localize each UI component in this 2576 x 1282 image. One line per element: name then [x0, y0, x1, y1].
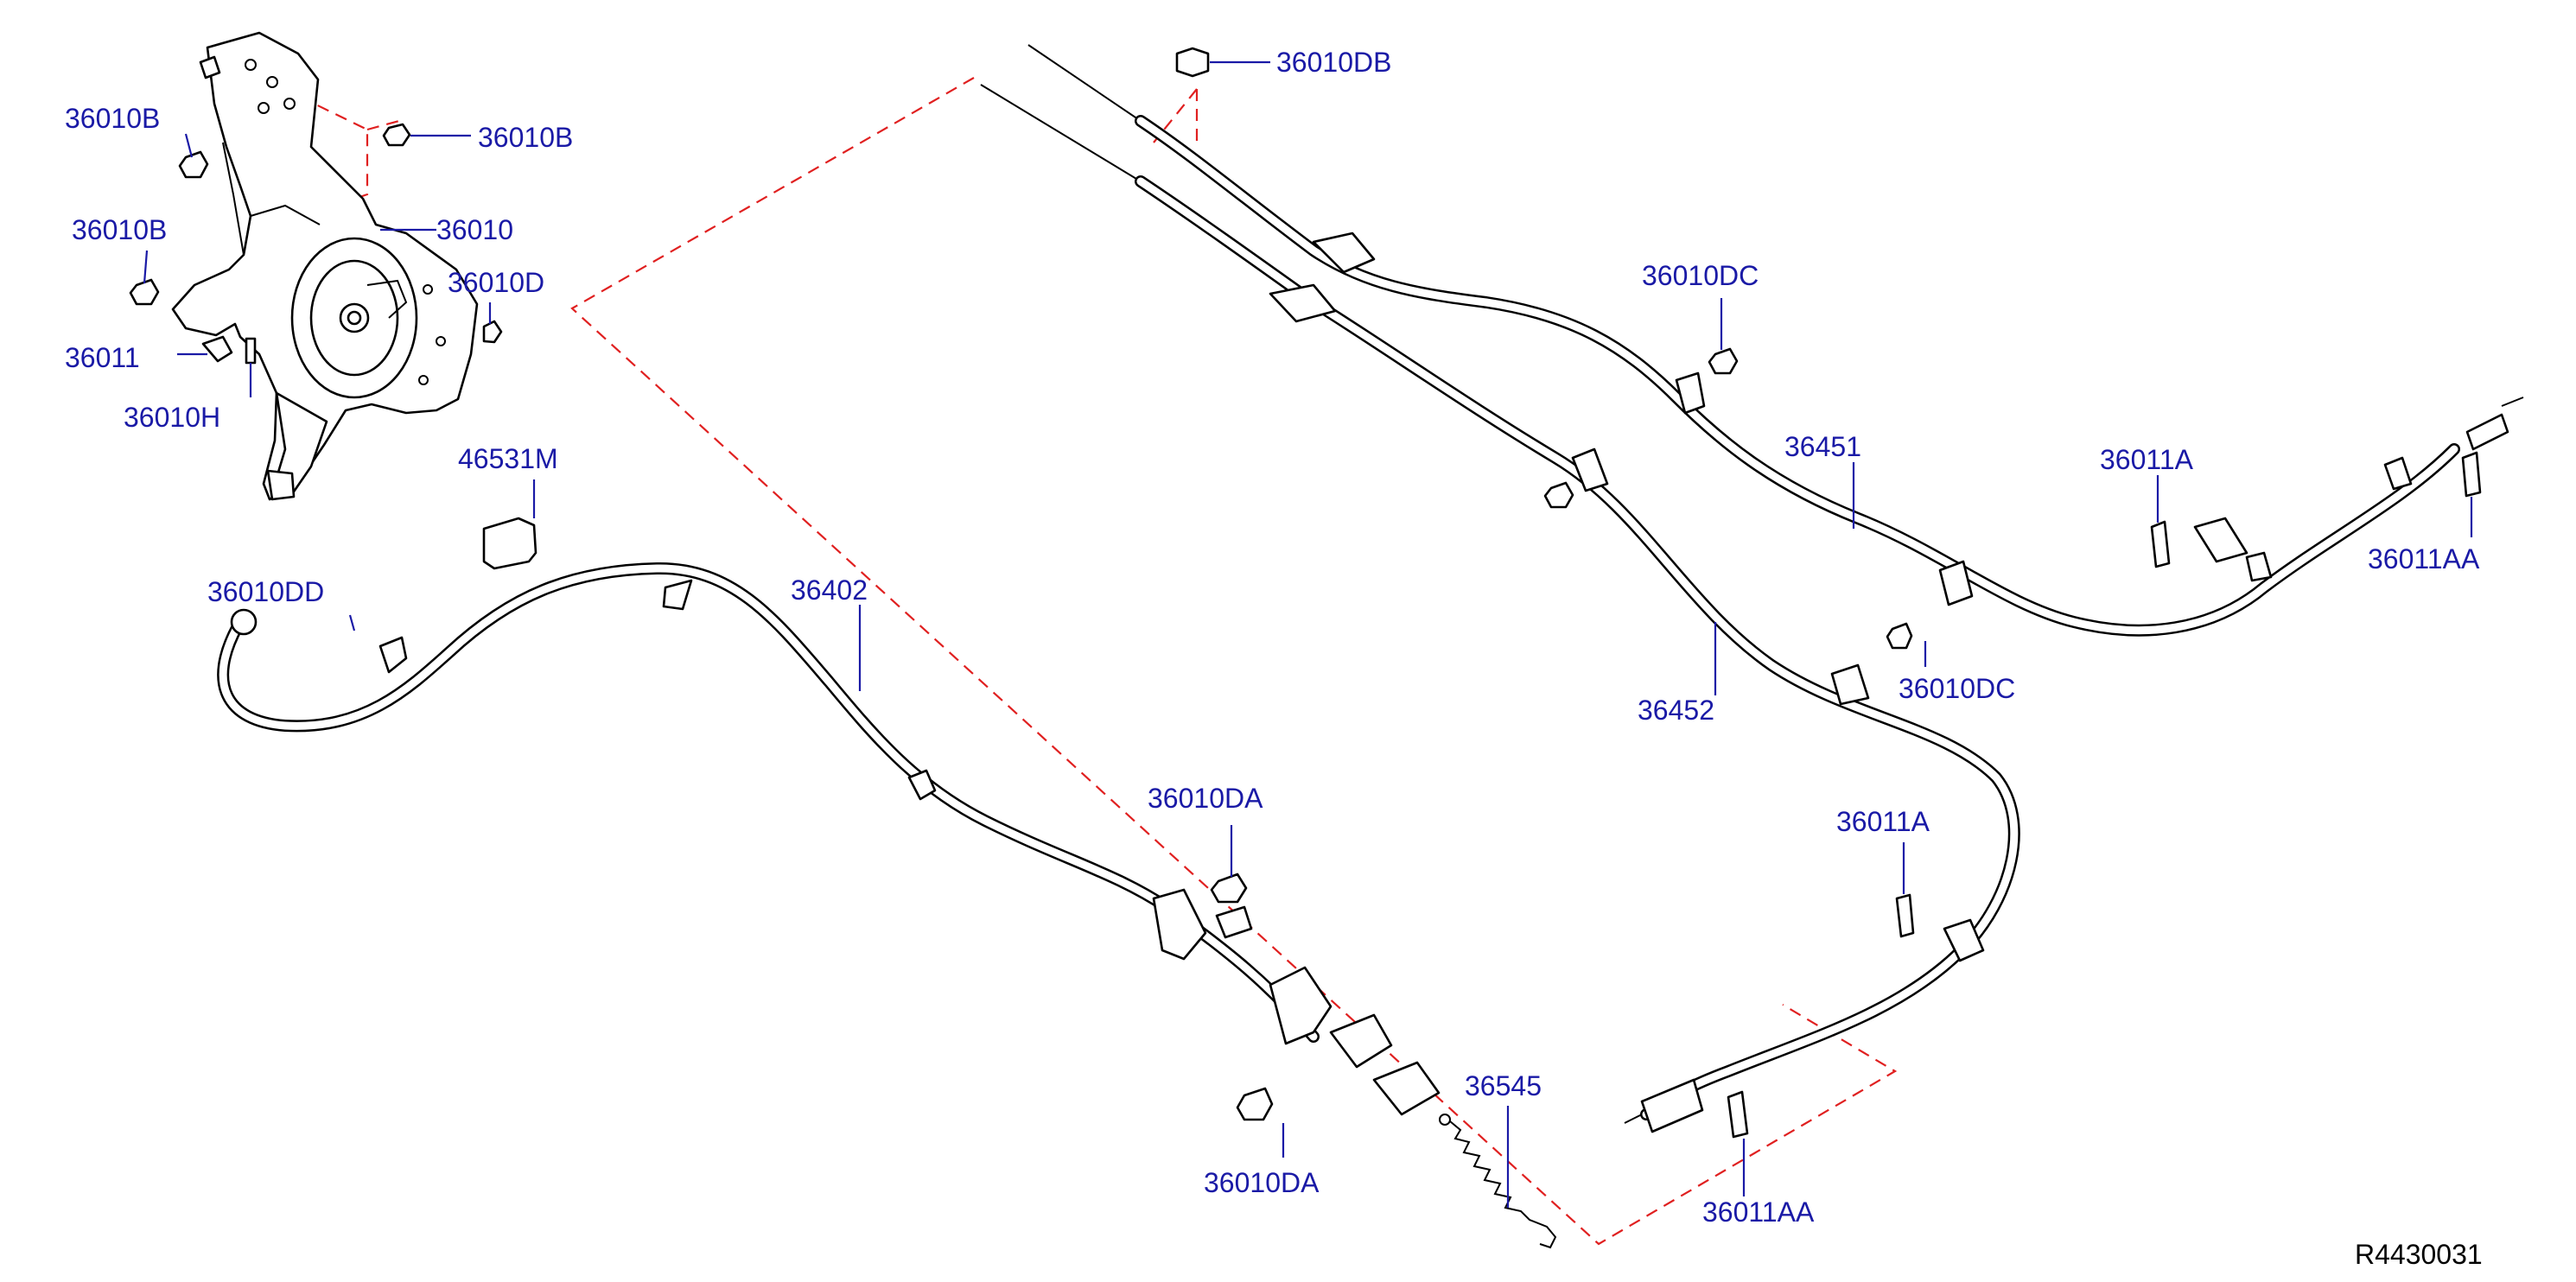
- nut-36010dc-upper: [1708, 347, 1739, 375]
- bolt-36011a-upper: [2150, 520, 2171, 568]
- callout-36011aa-lower: 36011AA: [1702, 1196, 1815, 1228]
- callout-36011aa-upper: 36011AA: [2368, 543, 2480, 574]
- callout-36010h: 36010H: [124, 402, 220, 433]
- rear-cable-36452: [980, 84, 2020, 1139]
- nut-36010db: [1175, 47, 1210, 78]
- callout-36011: 36011: [65, 342, 140, 373]
- callout-36451: 36451: [1784, 431, 1861, 462]
- callout-36010dc-lower: 36010DC: [1899, 673, 2015, 704]
- front-cable-36402: [217, 562, 1441, 1121]
- bolt-36011aa-upper: [2461, 451, 2482, 498]
- callout-36402: 36402: [791, 574, 868, 606]
- pedal-hardware: [129, 123, 503, 365]
- callout-36010b-left-mid: 36010B: [72, 214, 167, 245]
- callout-36452: 36452: [1638, 695, 1714, 726]
- nut-36010b-a: [178, 150, 209, 179]
- callout-36010: 36010: [436, 214, 513, 245]
- nut-36010dc-right: [1886, 622, 1913, 650]
- nut-36010b-b: [382, 123, 411, 147]
- callout-36010b-left-top: 36010B: [65, 103, 160, 134]
- callout-labels: 36010B 36010B 36010B 36010 36010D 36011 …: [65, 47, 2480, 1228]
- leader-lines: [143, 60, 2473, 1208]
- callout-36010b-right-top: 36010B: [478, 122, 573, 153]
- callout-36010dc-top: 36010DC: [1642, 260, 1759, 291]
- rear-cable-36451: [1027, 44, 2524, 637]
- return-spring-36545: [1439, 1114, 1557, 1249]
- callout-36010da-lower: 36010DA: [1204, 1167, 1320, 1198]
- callout-36011a-upper: 36011A: [2100, 444, 2194, 475]
- nut-36010b-c: [129, 278, 160, 306]
- callout-36010d: 36010D: [448, 267, 544, 298]
- bolt-36011aa-lower: [1727, 1090, 1749, 1139]
- callout-46531m: 46531M: [458, 443, 558, 474]
- nut-36010da-upper: [1210, 873, 1248, 904]
- callout-36010da-upper: 36010DA: [1148, 783, 1263, 814]
- callout-36010db: 36010DB: [1276, 47, 1391, 78]
- nut-36010da-lower: [1236, 1087, 1274, 1121]
- nut-36010dc-lower: [1543, 481, 1574, 509]
- parking-brake-pedal-assembly: [171, 31, 479, 501]
- grommet-46531m: [482, 517, 537, 570]
- callout-36545: 36545: [1465, 1070, 1542, 1101]
- callout-36011a-lower: 36011A: [1836, 806, 1930, 837]
- bolt-36010h: [245, 337, 257, 365]
- diagram-reference-code: R4430031: [2355, 1239, 2483, 1270]
- assembly-outline: [299, 77, 1898, 1246]
- callout-36010dd: 36010DD: [207, 576, 324, 607]
- clip-36011: [201, 335, 233, 363]
- bolt-36011a-lower: [1895, 893, 1915, 938]
- clip-36010d: [482, 320, 503, 344]
